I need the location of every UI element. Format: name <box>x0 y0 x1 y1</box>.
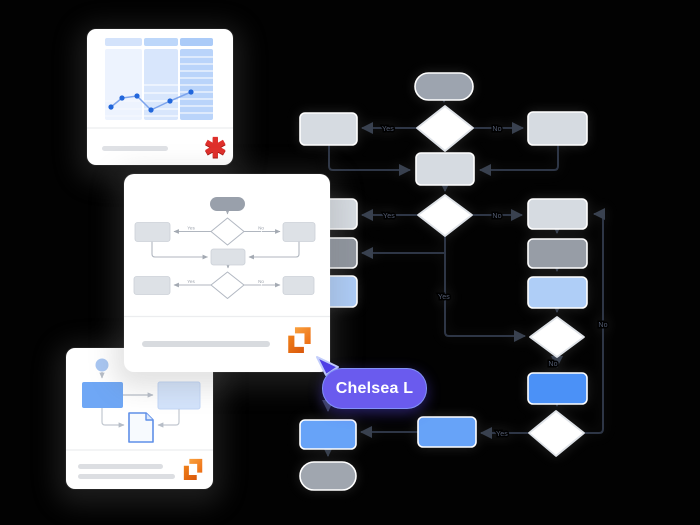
sparkline-dots <box>108 89 194 113</box>
mini-connector-4 <box>157 409 180 428</box>
card-label-no-2: No <box>258 279 264 284</box>
text-placeholder-bar <box>142 341 270 347</box>
chart-column-header-2 <box>144 38 178 46</box>
label-d4-no: No <box>598 322 607 329</box>
card-label-no-1: No <box>258 226 264 231</box>
node-process-row2-right[interactable] <box>527 198 588 230</box>
card-decision-2 <box>210 271 245 299</box>
connector-labels: Yes No Yes No Yes No Yes No <box>380 125 608 440</box>
node-process-lightblue[interactable] <box>527 276 588 309</box>
mini-node-lightblue <box>157 381 201 410</box>
main-flowchart-card: Yes No Yes No <box>124 174 330 372</box>
red-asterisk-icon: ✱ <box>204 133 227 163</box>
collaborator-name: Chelsea L <box>335 379 414 397</box>
node-process-row1-left[interactable] <box>299 112 358 146</box>
node-end-terminator[interactable] <box>299 461 357 491</box>
lucid-logo-icon <box>288 327 311 353</box>
node-process-bottom-left[interactable] <box>299 419 357 450</box>
label-d2-no: No <box>492 213 501 220</box>
connector-d4-no-loop <box>583 208 605 434</box>
lucid-logo-icon <box>183 458 203 480</box>
node-process-darkgray[interactable] <box>527 238 588 269</box>
mini-node-blue <box>82 382 123 408</box>
card-node-center <box>210 248 246 266</box>
node-start-terminator[interactable] <box>414 72 474 101</box>
node-process-bottom-right[interactable] <box>417 416 477 448</box>
card-node-right-2 <box>282 276 315 295</box>
mini-start-circle <box>95 358 109 372</box>
card-decision-1 <box>210 217 245 246</box>
connector-r1left-to-center <box>328 145 411 176</box>
label-d1-yes: Yes <box>382 126 394 133</box>
card-label-yes-2: Yes <box>187 279 195 284</box>
text-placeholder-bar-1 <box>78 464 163 469</box>
collaborator-name-badge: Chelsea L <box>322 368 427 409</box>
document-icon <box>128 412 154 443</box>
node-decision-3[interactable] <box>529 316 585 358</box>
column-stripes <box>105 56 213 117</box>
mini-connector-3 <box>101 408 125 428</box>
card-node-left-2 <box>133 276 171 295</box>
card-connectors <box>151 209 300 288</box>
connector-r1right-to-center <box>479 145 559 176</box>
node-process-center[interactable] <box>415 152 475 186</box>
analytics-card: ✱ <box>87 29 233 165</box>
label-d4-yes: Yes <box>496 431 508 438</box>
chart-column-header-3 <box>180 38 213 46</box>
text-placeholder-bar-2 <box>78 474 175 479</box>
label-d2-down-yes: Yes <box>438 294 450 301</box>
node-decision-4[interactable] <box>528 410 585 457</box>
chart-column-header-1 <box>105 38 142 46</box>
label-d3-no: No <box>548 361 557 368</box>
node-decision-1[interactable] <box>416 105 474 152</box>
node-process-brightblue[interactable] <box>527 372 588 405</box>
label-d1-no: No <box>492 126 501 133</box>
connector-d2-to-d3 <box>444 235 526 342</box>
label-d2-yes: Yes <box>383 213 395 220</box>
card-node-start <box>210 197 245 211</box>
card-label-yes-1: Yes <box>187 226 195 231</box>
card-node-left-1 <box>134 222 171 242</box>
node-decision-2[interactable] <box>417 194 473 237</box>
node-process-row1-right[interactable] <box>527 111 588 146</box>
text-placeholder-bar <box>102 146 168 151</box>
chart-column-1 <box>105 49 142 120</box>
card-node-right-1 <box>282 222 316 242</box>
